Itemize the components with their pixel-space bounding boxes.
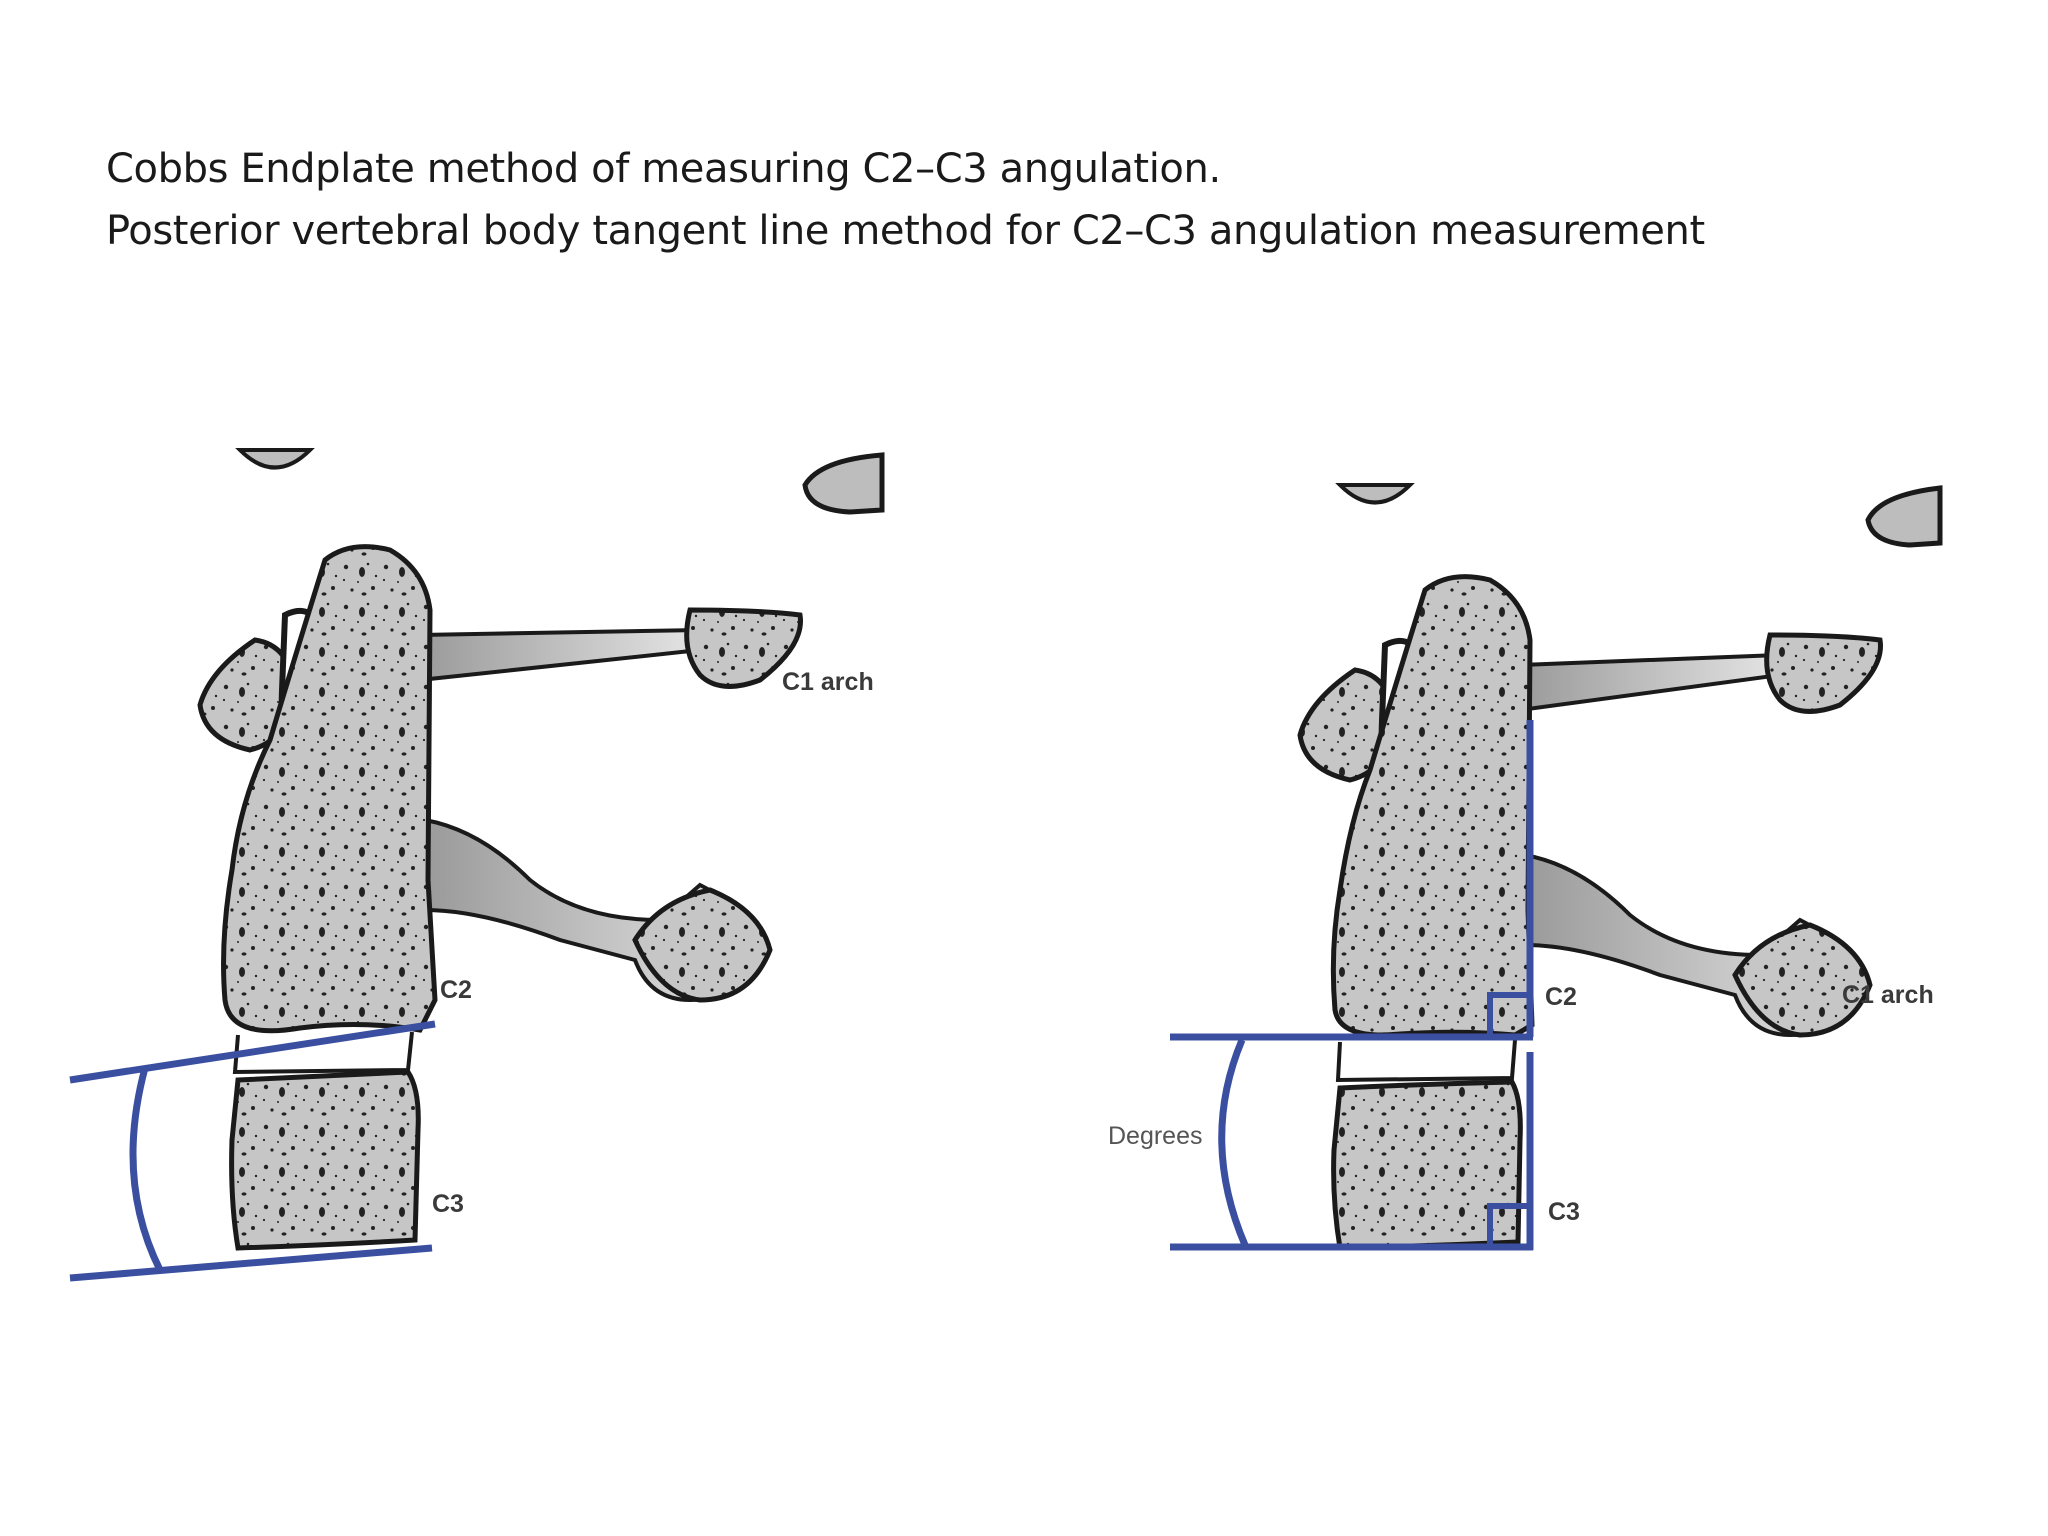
- caption-line-2: Posterior vertebral body tangent line me…: [106, 208, 1705, 254]
- label-c2: C2: [1545, 983, 1577, 1011]
- c1-posterior-arch: [418, 627, 707, 683]
- angle-arc: [129, 1067, 164, 1272]
- c2-right-angle-marker: [1487, 992, 1530, 1037]
- posterior-tangent-diagram: C1 arch C2 C3 Degrees: [1108, 483, 1943, 1251]
- caption: Cobbs Endplate method of measuring C2–C3…: [106, 138, 1705, 262]
- cobb-endplate-diagram: C1 arch C2 C3: [69, 448, 885, 1282]
- skull-fragment-right: [1865, 485, 1943, 548]
- occiput-fragment: [235, 448, 315, 470]
- c2-vertebral-body: [1330, 574, 1535, 1038]
- c1-posterior-arch: [1518, 652, 1787, 713]
- label-c3: C3: [1548, 1198, 1580, 1226]
- label-degrees: Degrees: [1108, 1122, 1203, 1150]
- label-c3: C3: [432, 1190, 464, 1218]
- label-c2: C2: [440, 976, 472, 1004]
- c3-endplate-line: [69, 1244, 433, 1282]
- c3-vertebral-body: [229, 1069, 421, 1251]
- caption-line-1: Cobbs Endplate method of measuring C2–C3…: [106, 146, 1221, 192]
- label-c1-arch: C1 arch: [1842, 981, 1934, 1009]
- occiput-fragment: [1335, 483, 1415, 505]
- label-c1-arch: C1 arch: [782, 668, 874, 696]
- c2-endplate-line: [69, 1020, 436, 1084]
- skull-fragment-right: [802, 452, 885, 515]
- angle-arc: [1218, 1038, 1249, 1247]
- c3-vertebral-body: [1331, 1079, 1523, 1251]
- c2-vertebral-body: [221, 544, 438, 1034]
- c3-right-angle-marker: [1487, 1203, 1530, 1247]
